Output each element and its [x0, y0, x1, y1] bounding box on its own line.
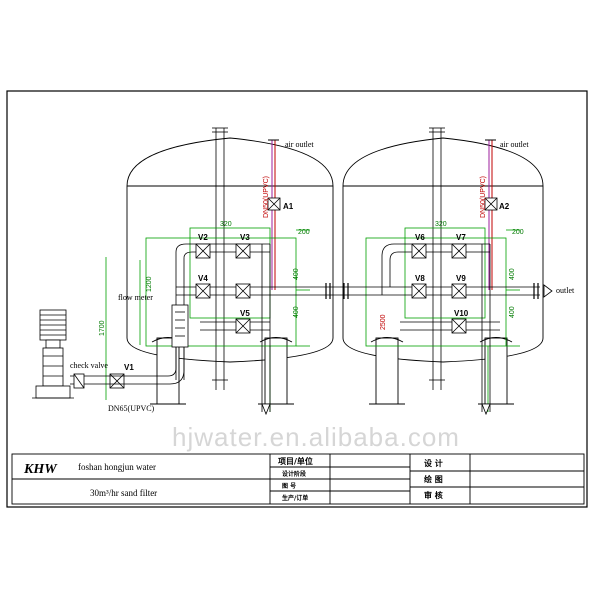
valve-v4b: [235, 283, 251, 299]
title-block: [11, 453, 585, 505]
riser-pipes-tank-1: [212, 127, 228, 390]
valve-label-v3: V3: [240, 233, 250, 242]
valve-a2: [484, 197, 498, 211]
dimension-2500: 2500: [380, 314, 387, 330]
title-review: 审 核: [424, 490, 443, 500]
title-drawing-no: 图 号: [282, 482, 296, 490]
inlet-pipe: [70, 347, 185, 385]
valve-label-v5: V5: [240, 309, 250, 318]
valve-label-v2: V2: [198, 233, 208, 242]
valve-label-v8: V8: [415, 274, 425, 283]
valve-v6: [411, 243, 427, 259]
filter-tank-2: [342, 137, 544, 405]
flow-meter-label: flow meter: [118, 293, 153, 302]
valve-v5: [235, 318, 251, 334]
valve-label-v1: V1: [124, 363, 134, 372]
pipe-flanges: [325, 283, 539, 299]
dimension-320-left: 320: [220, 221, 232, 228]
outlet-label: outlet: [556, 286, 575, 295]
manifold-tank-2: [381, 243, 500, 412]
product-name: 30m³/hr sand filter: [90, 488, 157, 498]
title-design: 设 计: [424, 458, 443, 468]
valve-label-v6: V6: [415, 233, 425, 242]
drawing-border: [6, 90, 588, 508]
flow-meter: [171, 304, 189, 348]
dimension-400-r1: 400: [509, 268, 516, 280]
valve-v3: [235, 243, 251, 259]
dimension-320-right: 320: [435, 221, 447, 228]
riser-pipes-tank-2: [429, 127, 445, 390]
title-design-stage: 设计阶段: [282, 470, 306, 478]
dimension-1200: 1200: [146, 276, 153, 292]
check-valve-label: check valve: [70, 361, 108, 370]
watermark: hjwater.en.alibaba.com: [172, 422, 460, 452]
company-logo: KHW: [23, 462, 58, 477]
pipe-left-label: DN50(UPVC): [263, 176, 270, 218]
valve-label-v4: V4: [198, 274, 208, 283]
dimension-400-l2: 400: [293, 306, 300, 318]
valve-v7: [451, 243, 467, 259]
valve-label-a1: A1: [283, 202, 294, 211]
drain-arrows: [261, 403, 491, 416]
valve-v4: [195, 283, 211, 299]
dimension-1700: 1700: [99, 320, 106, 336]
pipe-right-label: DN50(UPVC): [480, 176, 487, 218]
check-valve-icon: [73, 373, 85, 389]
valve-label-v10: V10: [454, 309, 469, 318]
company-name: foshan hongjun water: [78, 462, 156, 472]
outlet-arrow: [543, 284, 553, 298]
valve-a1: [267, 197, 281, 211]
air-outlet-label-1: air outlet: [285, 140, 314, 149]
valve-v2: [195, 243, 211, 259]
title-drawing: 绘 图: [424, 474, 443, 484]
valve-v9: [451, 283, 467, 299]
valve-label-v7: V7: [456, 233, 466, 242]
valve-label-a2: A2: [499, 202, 510, 211]
dimension-200-left: 200: [298, 229, 310, 236]
title-production-no: 生产/订单: [282, 494, 308, 502]
valve-v8: [411, 283, 427, 299]
dimension-400-r2: 400: [509, 306, 516, 318]
inlet-pipe-label: DN65(UPVC): [108, 404, 155, 413]
title-project-unit: 项目/单位: [278, 456, 313, 466]
pump-icon: [32, 309, 74, 399]
air-vent-pipes: [268, 139, 496, 290]
air-outlet-label-2: air outlet: [500, 140, 529, 149]
valve-v10: [451, 318, 467, 334]
dimension-200-right: 200: [512, 229, 524, 236]
dimension-400-l1: 400: [293, 268, 300, 280]
filter-tank-1: [126, 137, 334, 405]
valve-label-v9: V9: [456, 274, 466, 283]
